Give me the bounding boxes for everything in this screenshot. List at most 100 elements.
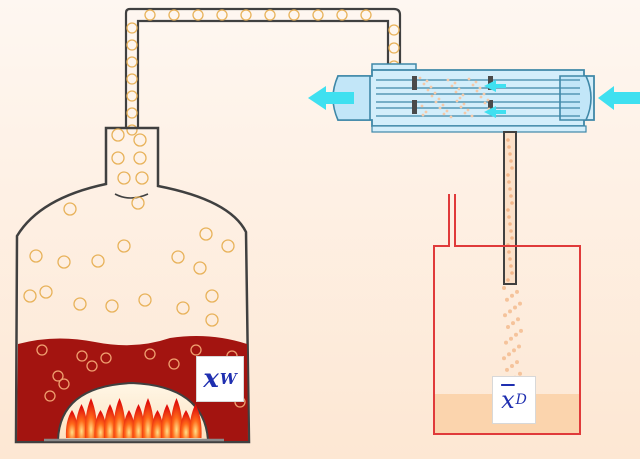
distillate-pipe — [503, 131, 517, 285]
falling-drop — [508, 309, 512, 314]
falling-drop — [505, 367, 509, 372]
vapor-bubble — [133, 151, 147, 165]
condensate-droplet — [475, 89, 479, 93]
liquid-bubble — [168, 358, 180, 370]
condensate-droplet — [482, 92, 486, 96]
vapor-bubble — [117, 239, 131, 253]
condensate-droplet — [430, 94, 434, 98]
condenser — [332, 63, 595, 133]
distillate-drop — [510, 166, 514, 170]
vapor-bubble — [126, 107, 138, 119]
distillate-drop — [509, 159, 513, 163]
distillate-drop — [506, 138, 510, 142]
falling-drop — [515, 289, 519, 294]
label-xd-main: x — [501, 386, 515, 414]
vapor-bubble — [126, 124, 138, 136]
vapor-bubble — [135, 171, 149, 185]
condensate-droplet — [446, 78, 450, 82]
distillate-drop — [509, 229, 513, 233]
distillate-drop — [507, 145, 511, 149]
condensate-droplet — [434, 100, 438, 104]
vapor-pipe — [124, 7, 402, 136]
arrow-left-icon — [598, 86, 640, 110]
condensate-droplet — [429, 85, 433, 89]
vapor-bubble — [39, 285, 53, 299]
condensate-droplet — [438, 106, 442, 110]
pot-vapor-bubbles — [23, 128, 235, 327]
vapor-bubble — [388, 24, 400, 36]
liquid-bubble — [86, 360, 98, 372]
condensate-droplet — [486, 98, 490, 102]
flame-icon — [94, 410, 107, 438]
flame-icon — [65, 410, 79, 438]
distillate-drop — [510, 201, 514, 205]
flame-icon — [122, 410, 136, 438]
distillate-drop — [510, 271, 514, 275]
condensate-droplet — [457, 87, 461, 91]
vapor-bubble — [105, 299, 119, 313]
condensate-droplet — [418, 76, 422, 80]
distillate-drop — [507, 250, 511, 254]
vapor-bubble — [216, 9, 228, 21]
vapor-bubble — [288, 9, 300, 21]
distillate-drop — [508, 257, 512, 261]
condensate-droplet — [462, 102, 466, 106]
falling-drop — [505, 297, 509, 302]
vapor-bubble — [91, 254, 105, 268]
condensate-droplet — [420, 104, 424, 108]
falling-drop — [509, 336, 513, 341]
condensate-droplets — [418, 76, 491, 119]
liquid-bubble — [100, 352, 112, 364]
condensate-droplet — [433, 91, 437, 95]
vapor-bubble — [360, 9, 372, 21]
coolant-flow-arrows — [484, 80, 506, 118]
falling-drop — [502, 286, 506, 290]
flame-icon — [84, 398, 98, 438]
liquid-bubble — [190, 344, 202, 356]
vapor-bubble — [126, 73, 138, 85]
vapor-bubble — [240, 9, 252, 21]
condensate-droplet — [441, 103, 445, 107]
liquid-bubble — [44, 390, 56, 402]
flame-icon — [179, 410, 193, 438]
falling-drop — [516, 317, 520, 322]
condensate-droplet — [455, 99, 459, 103]
falling-drop — [503, 313, 507, 318]
condensate-droplet — [442, 112, 446, 116]
arrow-left-icon — [308, 86, 354, 110]
condensate-droplet — [450, 84, 454, 88]
condensate-droplet — [422, 82, 426, 86]
vapor-bubble — [111, 151, 125, 165]
condensate-droplet — [463, 111, 467, 115]
distillate-drop — [509, 194, 513, 198]
vapor-bubble — [176, 301, 190, 315]
still-neck-lip — [114, 193, 149, 199]
condensate-droplet — [453, 81, 457, 85]
vapor-bubble — [192, 9, 204, 21]
falling-drop — [510, 364, 514, 368]
liquid-bubble — [58, 378, 70, 390]
vapor-bubble — [205, 313, 219, 327]
vapor-bubble — [126, 56, 138, 68]
vapor-bubble — [126, 90, 138, 102]
vapor-bubble — [264, 9, 276, 21]
distillate-drop — [506, 278, 510, 282]
vapor-bubble — [63, 202, 77, 216]
condensate-droplet — [466, 108, 470, 112]
vapor-bubble — [336, 9, 348, 21]
condensate-droplet — [459, 105, 463, 109]
condensate-droplet — [461, 93, 465, 97]
falling-drop — [506, 325, 510, 329]
vapor-bubble — [23, 289, 37, 303]
vapor-bubble — [171, 250, 185, 264]
falling-drop — [513, 305, 517, 310]
distillate-drop — [506, 173, 510, 177]
falling-drop — [510, 293, 514, 298]
condensate-droplet — [470, 114, 474, 118]
flame-icon — [65, 398, 202, 438]
condensate-droplet — [478, 86, 482, 90]
condensate-droplet — [449, 115, 453, 119]
falling-drop — [515, 360, 519, 365]
